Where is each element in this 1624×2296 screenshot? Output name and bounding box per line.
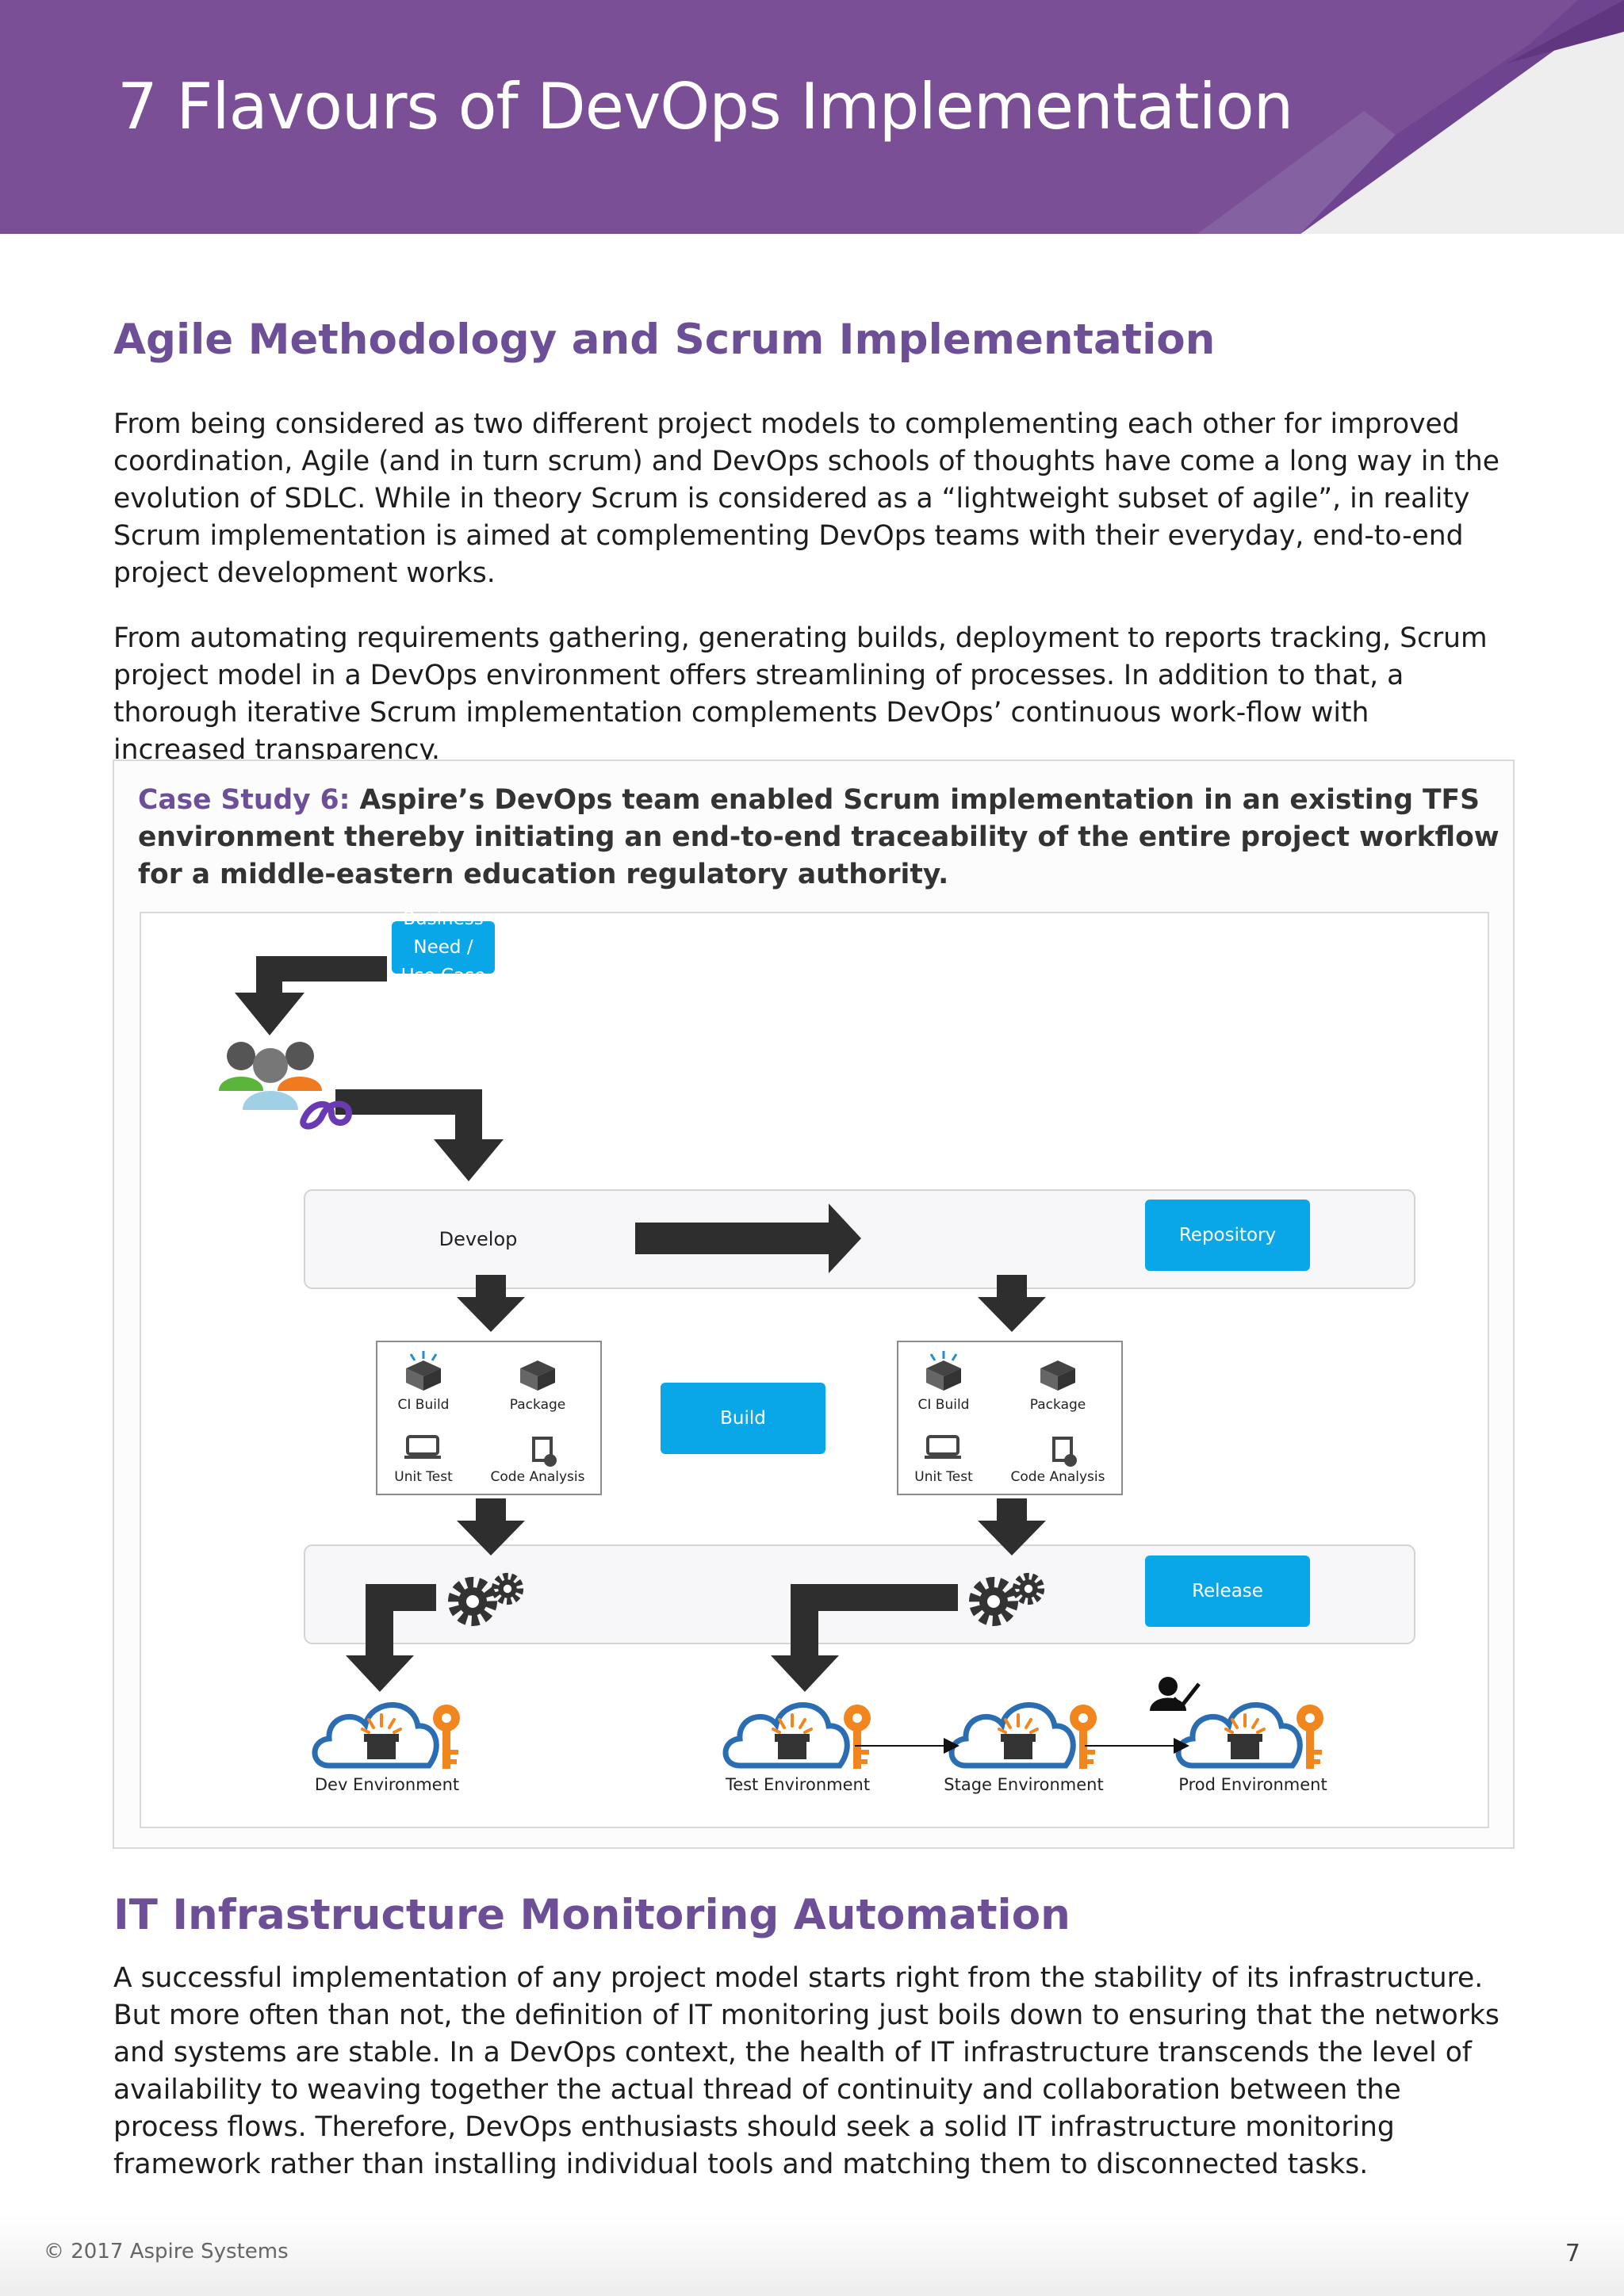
- paragraph: From automating requirements gathering, …: [113, 622, 1488, 766]
- case-study-title: Case Study 6: Aspire’s DevOps team enabl…: [138, 782, 1502, 894]
- ci-build-label: CI Build: [917, 1397, 970, 1413]
- page-footer: © 2017 Aspire Systems 7: [0, 2216, 1624, 2296]
- ci-build-label: CI Build: [397, 1397, 450, 1413]
- section-title-monitoring: IT Infrastructure Monitoring Automation: [113, 1891, 1071, 1939]
- package-label: Package: [1029, 1397, 1086, 1413]
- devops-flow-diagram: Business Need / Use Case Develop Reposit…: [140, 909, 1489, 1830]
- business-need-box: Business Need / Use Case: [392, 909, 495, 986]
- footer-copyright: © 2017 Aspire Systems: [44, 2240, 289, 2263]
- section-agile-body: From being considered as two different p…: [113, 406, 1509, 769]
- unit-test-label: Unit Test: [914, 1469, 973, 1485]
- release-box: Release: [1145, 1556, 1310, 1627]
- team-icon: [219, 1042, 353, 1130]
- page-number: 7: [1565, 2240, 1580, 2267]
- section-title-agile: Agile Methodology and Scrum Implementati…: [113, 316, 1216, 364]
- case-study-text: Aspire’s DevOps team enabled Scrum imple…: [138, 784, 1500, 890]
- prod-environment-label: Prod Environment: [1178, 1775, 1327, 1794]
- header-banner: 7 Flavours of DevOps Implementation: [0, 0, 1624, 234]
- repository-box: Repository: [1145, 1200, 1310, 1271]
- code-analysis-label: Code Analysis: [1010, 1469, 1105, 1485]
- paragraph: From being considered as two different p…: [113, 408, 1500, 589]
- package-label: Package: [509, 1397, 566, 1413]
- diagram-graphics: [219, 956, 1415, 1830]
- paragraph: A successful implementation of any proje…: [113, 1962, 1500, 2180]
- case-study-box: Case Study 6: Aspire’s DevOps team enabl…: [113, 760, 1515, 1849]
- section-monitoring-body: A successful implementation of any proje…: [113, 1960, 1509, 2183]
- dev-environment-label: Dev Environment: [314, 1775, 460, 1794]
- unit-test-label: Unit Test: [394, 1469, 453, 1485]
- code-analysis-label: Code Analysis: [490, 1469, 585, 1485]
- approver-icon: [1150, 1677, 1201, 1711]
- build-box: Build: [661, 1383, 825, 1454]
- test-environment-label: Test Environment: [725, 1775, 871, 1794]
- header-decoration: [1197, 0, 1624, 234]
- stage-environment-label: Stage Environment: [944, 1775, 1104, 1794]
- develop-label: Develop: [439, 1228, 518, 1250]
- page-header-title: 7 Flavours of DevOps Implementation: [117, 70, 1293, 144]
- case-study-label: Case Study 6:: [138, 784, 350, 816]
